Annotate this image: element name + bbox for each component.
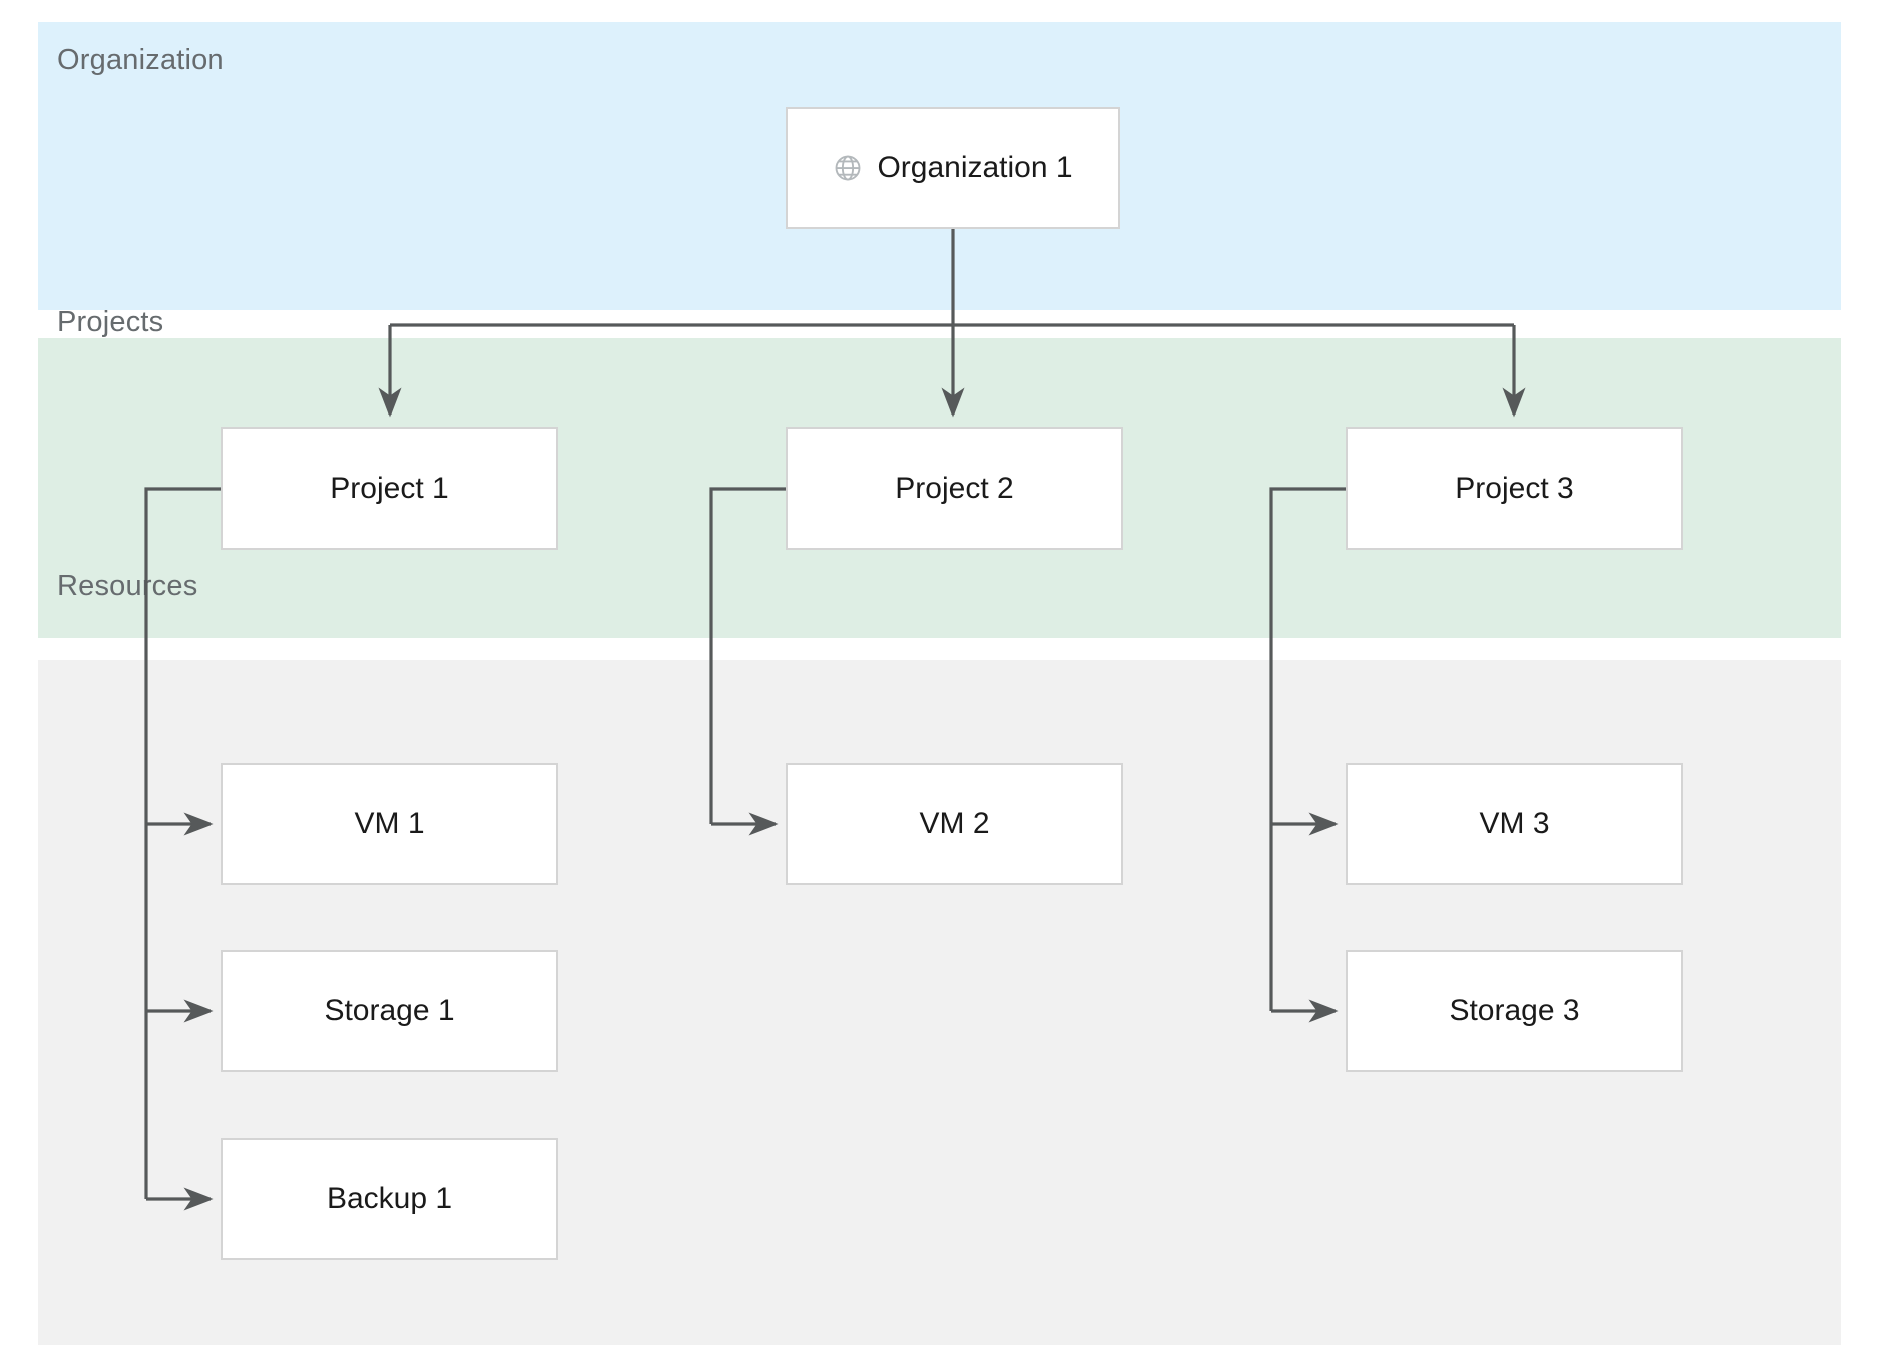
node-label: VM 3 [1479, 807, 1550, 840]
node-label: Project 3 [1455, 471, 1574, 505]
node-label: Project 1 [330, 471, 449, 505]
node-backup-1[interactable]: Backup 1 [221, 1138, 558, 1260]
node-project-3[interactable]: Project 3 [1346, 427, 1683, 550]
band-label-organization: Organization [57, 44, 224, 76]
node-label: Storage 3 [1449, 994, 1580, 1027]
node-project-2[interactable]: Project 2 [786, 427, 1123, 550]
node-project-1[interactable]: Project 1 [221, 427, 558, 550]
band-label-resources: Resources [57, 570, 198, 602]
globe-icon [836, 155, 861, 181]
node-label: Backup 1 [326, 1182, 453, 1215]
node-label: Storage 1 [324, 994, 455, 1027]
node-storage-3[interactable]: Storage 3 [1346, 950, 1683, 1072]
node-vm-1[interactable]: VM 1 [221, 763, 558, 885]
node-label: Project 2 [895, 471, 1014, 505]
node-label: VM 1 [354, 807, 425, 840]
node-label: VM 2 [919, 807, 990, 840]
node-label: Organization 1 [877, 151, 1073, 184]
node-organization-1[interactable]: Organization 1 [786, 107, 1120, 229]
node-vm-3[interactable]: VM 3 [1346, 763, 1683, 885]
band-label-projects: Projects [57, 306, 164, 338]
node-vm-2[interactable]: VM 2 [786, 763, 1123, 885]
node-storage-1[interactable]: Storage 1 [221, 950, 558, 1072]
